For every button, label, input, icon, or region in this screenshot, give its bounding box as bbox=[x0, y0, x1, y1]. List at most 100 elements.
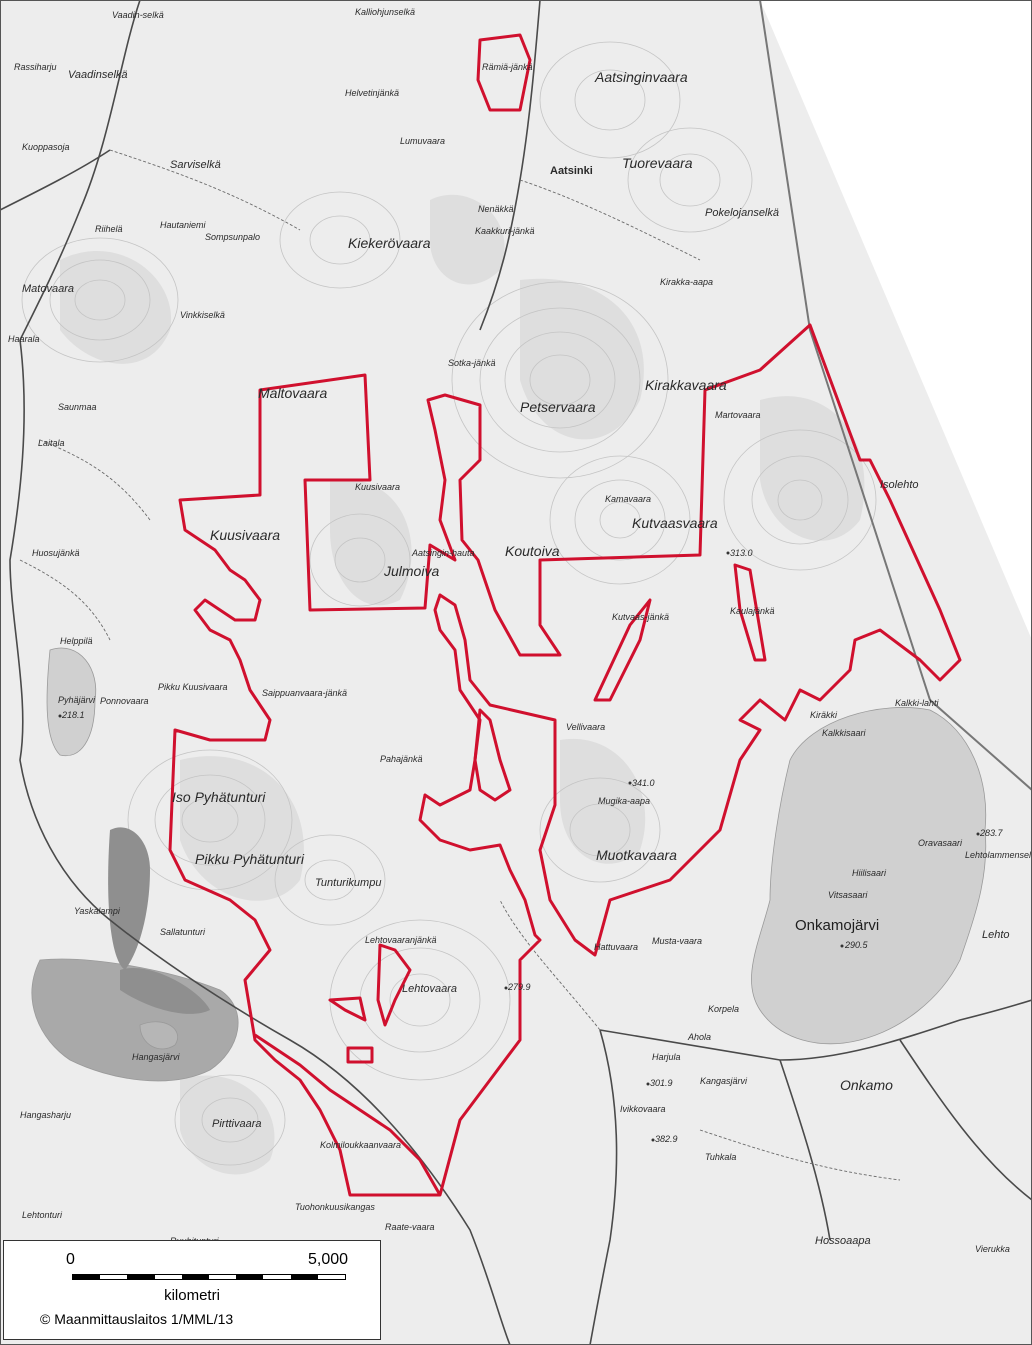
label-koutoiva: Koutoiva bbox=[505, 543, 560, 559]
label-lehtovaaranjanka: Lehtovaaranjänkä bbox=[365, 935, 437, 945]
label-mustavaara: Musta-vaara bbox=[652, 936, 702, 946]
label-tuorevaara: Tuorevaara bbox=[622, 155, 693, 171]
label-vaadinselka: Vaadinselkä bbox=[68, 69, 128, 81]
label-rassiharju: Rassiharju bbox=[14, 62, 57, 72]
label-hangasjarvi: Hangasjärvi bbox=[132, 1052, 181, 1062]
label-aatsinginvaara: Aatsinginvaara bbox=[594, 69, 688, 85]
label-raatevaara: Raate-vaara bbox=[385, 1222, 435, 1232]
label-kolmiloukkaanvaara: Kolmiloukkaanvaara bbox=[320, 1140, 401, 1150]
label-elev-341: 341.0 bbox=[632, 778, 655, 788]
label-onkamo: Onkamo bbox=[840, 1077, 893, 1093]
label-kutvaasvaara: Kutvaasvaara bbox=[632, 515, 718, 531]
label-kaulajanka: Kaulajänkä bbox=[730, 606, 775, 616]
label-maltovaara: Maltovaara bbox=[258, 385, 327, 401]
label-elev-290: 290.5 bbox=[844, 940, 869, 950]
copyright-text: © Maanmittauslaitos 1/MML/13 bbox=[40, 1311, 234, 1327]
label-riihela: Riihelä bbox=[95, 224, 123, 234]
label-kamavaara: Kamavaara bbox=[605, 494, 651, 504]
label-sarviselka: Sarviselkä bbox=[170, 159, 221, 171]
label-tuohonkuusikangas: Tuohonkuusikangas bbox=[295, 1202, 375, 1212]
label-kuoppasoja: Kuoppasoja bbox=[22, 142, 70, 152]
label-hautaniemi: Hautaniemi bbox=[160, 220, 207, 230]
label-ramijanka: Rämiä-jänkä bbox=[482, 62, 533, 72]
label-lehto: Lehto bbox=[982, 929, 1010, 941]
label-iso-pyhatunturi: Iso Pyhätunturi bbox=[172, 789, 266, 805]
label-kalkkisaari: Kalkkisaari bbox=[822, 728, 867, 738]
scale-unit-label: kilometri bbox=[164, 1287, 220, 1304]
label-hossoaapa: Hossoaapa bbox=[815, 1235, 871, 1247]
label-elev-313: 313.0 bbox=[730, 548, 753, 558]
outside-area bbox=[760, 0, 1032, 640]
label-kutvaasjanka: Kutvaas-jänkä bbox=[612, 612, 669, 622]
label-kirakka-aapa: Kirakka-aapa bbox=[660, 277, 713, 287]
label-vaadinselka-top: Vaadin-selkä bbox=[112, 10, 164, 20]
ski-area bbox=[108, 827, 210, 1014]
boundary-inner-b bbox=[593, 598, 652, 702]
label-petservaara: Petservaara bbox=[520, 399, 596, 415]
scale-start-label: 0 bbox=[66, 1251, 75, 1268]
label-saunmaa: Saunmaa bbox=[58, 402, 97, 412]
label-lumuvaara: Lumuvaara bbox=[400, 136, 445, 146]
label-onkamojarvi: Onkamojärvi bbox=[795, 917, 879, 934]
boundary-inner-a bbox=[473, 708, 512, 802]
label-aatsinki: Aatsinki bbox=[550, 165, 593, 177]
boundary-inner-c bbox=[733, 563, 767, 662]
label-ivikkovaara: Ivikkovaara bbox=[620, 1104, 666, 1114]
label-sotkajanka: Sotka-jänkä bbox=[448, 358, 496, 368]
protected-area-boundaries bbox=[168, 33, 962, 1197]
label-vitsasaari: Vitsasaari bbox=[828, 890, 868, 900]
label-laitala: Laitala bbox=[38, 438, 65, 448]
boundary-inner-d bbox=[376, 943, 412, 1027]
onkamojarvi-lake bbox=[751, 707, 987, 1045]
scale-end-label: 5,000 bbox=[308, 1251, 349, 1268]
label-kalkkilahti: Kalkki-lahti bbox=[895, 698, 940, 708]
label-kangasjarvi: Kangasjärvi bbox=[700, 1076, 748, 1086]
label-lehtonturi: Lehtonturi bbox=[22, 1210, 63, 1220]
label-pikku-pyhatunturi: Pikku Pyhätunturi bbox=[195, 851, 305, 867]
label-martovaara: Martovaara bbox=[715, 410, 761, 420]
label-pahajanka: Pahajänkä bbox=[380, 754, 423, 764]
label-kuusivaara-n: Kuusivaara bbox=[355, 482, 400, 492]
elevation-points bbox=[58, 551, 980, 1142]
label-kalliohjunselka: Kalliohjunselkä bbox=[355, 7, 415, 17]
label-tuhkala: Tuhkala bbox=[705, 1152, 736, 1162]
label-helppila: Helppilä bbox=[60, 636, 93, 646]
boundary-inner-e bbox=[328, 996, 367, 1022]
label-matovaara: Matovaara bbox=[22, 283, 74, 295]
label-yaskalampi: Yaskalampi bbox=[74, 906, 121, 916]
label-tunturikumpu: Tunturikumpu bbox=[315, 877, 381, 889]
label-saippuanvaara: Saippuanvaara-jänkä bbox=[262, 688, 347, 698]
terrain-shading bbox=[60, 194, 865, 1175]
label-julmoiva: Julmoiva bbox=[383, 563, 439, 579]
label-korpela: Korpela bbox=[708, 1004, 739, 1014]
label-hangasharju: Hangasharju bbox=[20, 1110, 71, 1120]
label-sallatunturi: Sallatunturi bbox=[160, 927, 206, 937]
label-elev-279: 279.9 bbox=[507, 982, 531, 992]
label-kiekerovaara: Kiekerövaara bbox=[348, 235, 431, 251]
label-ahola: Ahola bbox=[687, 1032, 711, 1042]
label-helvetinjanka: Helvetinjänkä bbox=[345, 88, 399, 98]
label-kuusivaara: Kuusivaara bbox=[210, 527, 280, 543]
lakes bbox=[31, 647, 987, 1082]
label-pokelojanselka: Pokelojanselkä bbox=[705, 207, 779, 219]
label-ponnovaara: Ponnovaara bbox=[100, 696, 149, 706]
label-pyhajarvi: Pyhäjärvi bbox=[58, 695, 96, 705]
label-pirttivaara: Pirttivaara bbox=[212, 1118, 262, 1130]
label-vellivaara: Vellivaara bbox=[566, 722, 605, 732]
label-sompsunpalo: Sompsunpalo bbox=[205, 232, 260, 242]
label-lehtolammenselka: Lehtolammenselkä bbox=[965, 850, 1032, 860]
minor-roads bbox=[19, 149, 901, 1181]
label-hattuvaara: Hattuvaara bbox=[594, 942, 638, 952]
boundary-ramijanka bbox=[476, 33, 532, 112]
scale-bar bbox=[72, 1274, 346, 1280]
scale-bar-box: 0 5,000 kilometri © Maanmittauslaitos 1/… bbox=[3, 1240, 381, 1340]
label-mugika-aapa: Mugika-aapa bbox=[598, 796, 650, 806]
label-elev-283: 283.7 bbox=[979, 828, 1004, 838]
label-elev-301: 301.9 bbox=[650, 1078, 673, 1088]
label-elev-218: 218.1 bbox=[61, 710, 85, 720]
label-haarala: Haarala bbox=[8, 334, 40, 344]
boundary-west-block bbox=[168, 323, 962, 1197]
label-pikku-kuusivaara: Pikku Kuusivaara bbox=[158, 682, 228, 692]
boundary-road-strip bbox=[254, 1033, 442, 1196]
